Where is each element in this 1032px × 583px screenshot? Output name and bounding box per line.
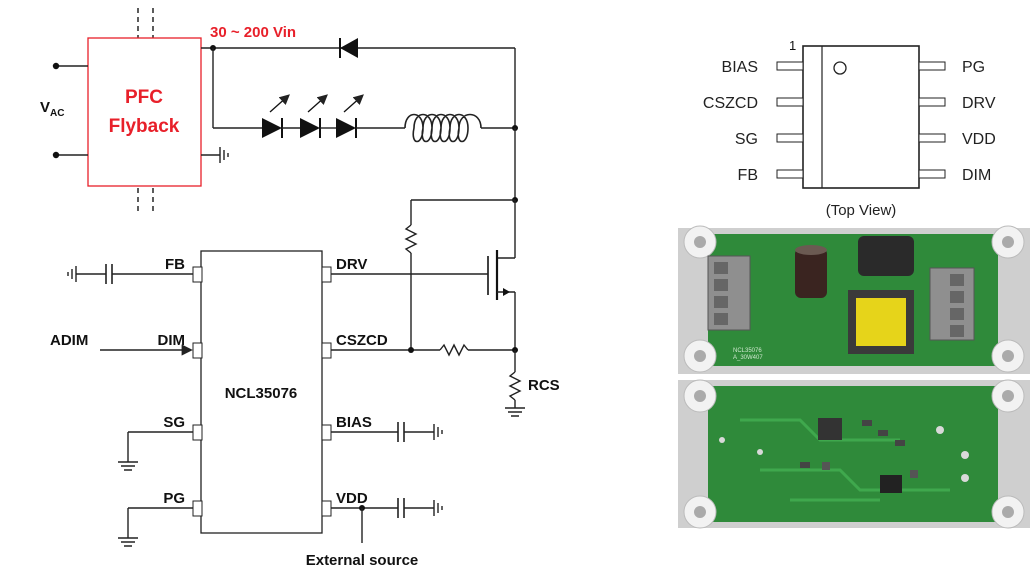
pkg-pin-vdd: VDD [962,131,996,148]
pg-ground [118,507,193,547]
ic-pin-vdd: VDD [336,490,368,507]
fb-capacitor [67,264,193,284]
ic-pin-fb: FB [165,256,185,273]
ac-input: VAC [40,62,88,159]
board-photo-top: NCL35076 A_30W407 [678,225,1030,374]
pkg-pin-dim: DIM [962,167,991,184]
zcd-resistor [404,224,418,254]
terminal-block-right [929,267,975,341]
vin-label: 30 ~ 200 Vin [210,24,296,41]
package-body [802,45,920,189]
rcs-ground-symbol [505,407,525,417]
pfc-flyback-block [87,37,202,187]
pkg-pin-fb: FB [738,167,758,184]
svg-text:VAC: VAC [40,99,64,119]
pkg-pin-sg: SG [735,131,758,148]
pfc-ground-symbol [201,147,229,163]
pkg-pin-drv: DRV [962,95,996,112]
smd-ic-1 [818,418,842,440]
ic-pin-sg: SG [163,414,185,431]
smd-ic-2 [880,475,902,493]
adim-label: ADIM [50,332,88,349]
package-right-leads [918,61,946,179]
sg-ground [118,431,193,471]
board-silkscreen-2: A_30W407 [733,355,763,361]
pkg-pin-bias: BIAS [722,59,758,76]
flyback-label: Flyback [109,116,180,137]
ic-right-pins [321,266,332,517]
ic-name: NCL35076 [225,385,298,402]
ic-pin-drv: DRV [336,256,367,273]
inductor [404,113,482,143]
pin1-marker: 1 [789,38,796,53]
ic-body [200,250,323,534]
external-source-label: External source [306,552,419,569]
electrolytic-cap-2 [858,236,914,276]
mosfet [487,200,516,350]
pcb-bottom [708,386,998,522]
led-string [262,94,364,138]
terminal-block-left [707,255,751,331]
freewheel-diode [339,38,358,58]
board-silkscreen-1: NCL35076 [733,348,762,354]
ic-pin-pg: PG [163,490,185,507]
top-view-label: (Top View) [826,202,897,219]
board-photo-bottom [678,379,1030,529]
package-pinout: 1 BIAS CSZCD SG FB PG DRV VDD DIM (Top V… [703,38,996,219]
vac-label: V [40,99,50,116]
pfc-label: PFC [125,87,163,108]
pkg-pin-cszcd: CSZCD [703,95,758,112]
ic-pin-cszcd: CSZCD [336,332,388,349]
vdd-capacitor [331,498,443,543]
ic-pin-bias: BIAS [336,414,372,431]
bias-capacitor [331,422,443,442]
electrolytic-cap-1 [795,248,827,298]
ic-pin-dim: DIM [158,332,186,349]
rcs-label: RCS [528,377,560,394]
cs-resistor [439,343,469,357]
rcs-resistor [508,371,522,401]
package-left-leads [776,61,804,179]
pkg-pin-pg: PG [962,59,985,76]
vac-subscript: AC [50,108,64,119]
schematic: PFC Flyback VAC 30 ~ 200 Vin [40,8,560,569]
pin1-dot [833,61,847,75]
